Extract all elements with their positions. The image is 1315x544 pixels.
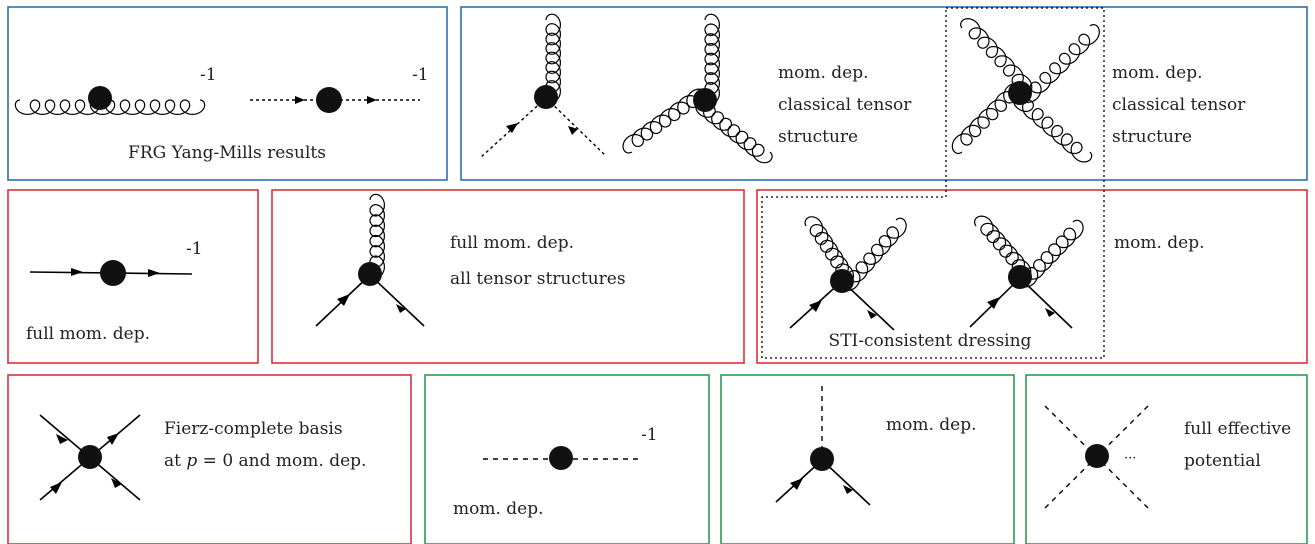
arrow-icon — [71, 268, 83, 276]
box-effective-potential — [1025, 374, 1308, 544]
gluon-line — [1020, 23, 1100, 104]
gluon-line — [694, 98, 773, 164]
four-quark-label-2: at p = 0 and mom. dep. — [164, 451, 366, 471]
effective-potential-label-1: full effective — [1184, 419, 1291, 439]
box-yukawa — [720, 374, 1015, 544]
vertex-blob — [100, 260, 126, 286]
four-gluon-vertex — [951, 17, 1100, 163]
ghost-exponent: -1 — [412, 65, 429, 85]
two-quark-two-gluon-label: mom. dep. — [1114, 233, 1205, 253]
ghost-gluon-vertex — [479, 13, 607, 159]
three-gluon-vertex — [622, 13, 773, 164]
ghost-propagator — [250, 87, 420, 113]
four-gluon-label-2: classical tensor — [1112, 95, 1246, 115]
yang-mills-caption: FRG Yang-Mills results — [128, 143, 326, 163]
arrow-icon — [111, 478, 122, 488]
sti-group-outline — [761, 7, 1105, 359]
meson-exponent: -1 — [641, 425, 658, 445]
arrow-icon — [337, 294, 350, 306]
box-four-quark — [7, 374, 412, 544]
vertex-blob — [830, 269, 854, 293]
vertex-blob — [534, 85, 558, 109]
vertex-blob — [1008, 81, 1032, 105]
vertex-blob — [693, 88, 717, 112]
effective-potential-vertex — [1044, 405, 1149, 509]
vertex-blob — [316, 87, 342, 113]
arrow-icon — [396, 304, 406, 313]
ellipsis: ··· — [1124, 451, 1136, 466]
two-quark-two-gluon-vertex-a — [789, 216, 907, 331]
gauge-label-1: mom. dep. — [778, 63, 869, 83]
gauge-label-2: classical tensor — [778, 95, 912, 115]
two-quark-two-gluon-vertex-b — [969, 215, 1084, 329]
box-gauge-vertices — [460, 6, 1308, 181]
arrow-icon — [1045, 308, 1055, 317]
arrow-icon — [367, 96, 377, 104]
yukawa-vertex — [775, 386, 871, 506]
quark-propagator-caption: full mom. dep. — [26, 324, 150, 344]
four-quark-label-1: Fierz-complete basis — [164, 419, 343, 439]
quark-gluon-label-2: all tensor structures — [450, 269, 626, 289]
arrow-icon — [867, 310, 877, 319]
arrow-icon — [809, 300, 822, 312]
gluon-line — [545, 13, 562, 103]
box-quark-propagator — [7, 189, 259, 364]
box-quark-gluon-vertex — [271, 189, 745, 364]
four-quark-vertex — [39, 414, 141, 501]
meson-propagator — [483, 446, 643, 470]
quark-gluon-label-1: full mom. dep. — [450, 233, 574, 253]
gluon-exponent: -1 — [200, 65, 217, 85]
gauge-label-3: structure — [778, 127, 858, 147]
arrow-icon — [790, 478, 803, 490]
arrow-icon — [107, 433, 119, 445]
vertex-blob — [78, 445, 102, 469]
arrow-icon — [56, 434, 68, 444]
gluon-propagator — [14, 86, 206, 116]
quark-exponent: -1 — [186, 239, 203, 259]
vertex-blob — [1008, 265, 1032, 289]
arrow-icon — [50, 482, 62, 494]
box-two-quark-two-gluon — [756, 189, 1308, 364]
gluon-line — [704, 13, 721, 105]
vertex-blob — [810, 447, 834, 471]
arrow-icon — [568, 126, 578, 135]
vertex-blob — [1085, 444, 1109, 468]
sti-caption: STI-consistent dressing — [829, 331, 1032, 351]
quark-propagator — [29, 260, 193, 286]
arrow-icon — [843, 485, 853, 494]
quark-gluon-vertex — [315, 193, 425, 327]
gluon-line — [622, 88, 708, 154]
four-gluon-label-1: mom. dep. — [1112, 63, 1203, 83]
effective-potential-label-2: potential — [1184, 451, 1261, 471]
arrow-icon — [987, 297, 1000, 309]
vertex-blob — [549, 446, 573, 470]
arrow-icon — [148, 269, 160, 277]
box-yang-mills — [7, 6, 448, 181]
box-meson-propagator — [424, 374, 710, 544]
vertex-blob — [358, 262, 382, 286]
vertex-blob — [88, 86, 112, 110]
four-gluon-label-3: structure — [1112, 127, 1192, 147]
arrow-icon — [506, 123, 518, 133]
arrow-icon — [295, 96, 305, 104]
meson-propagator-caption: mom. dep. — [453, 499, 544, 519]
yukawa-label: mom. dep. — [886, 415, 977, 435]
